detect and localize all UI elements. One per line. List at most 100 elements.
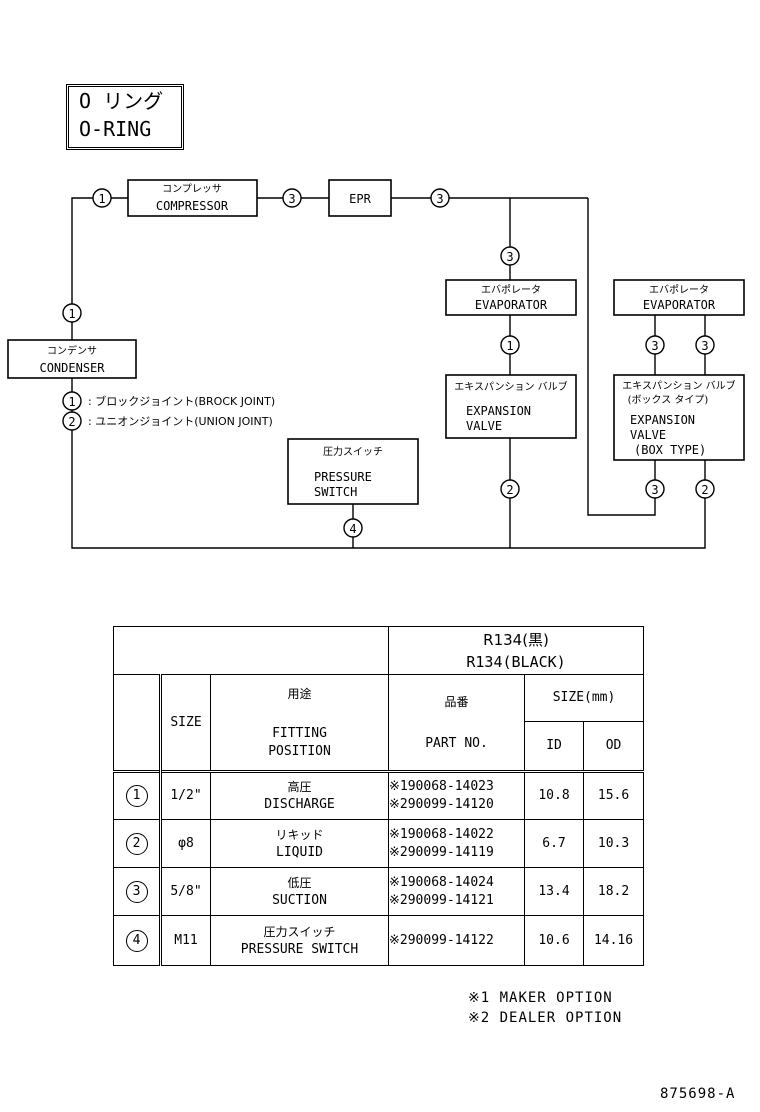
svg-text:4: 4 bbox=[349, 522, 356, 536]
marker-1: 1 bbox=[92, 188, 112, 208]
id-header: ID bbox=[524, 721, 585, 772]
expansion-valve-box-label-jp-1: エキスパンション バルブ bbox=[622, 379, 735, 392]
od-cell: 18.2 bbox=[583, 867, 645, 916]
o-ring-spec-table: R134(黒) R134(BLACK) SIZE 用途 FITTING POSI… bbox=[112, 626, 645, 966]
svg-text:2: 2 bbox=[68, 415, 75, 429]
row-number: 3 bbox=[125, 880, 148, 903]
od-cell: 14.16 bbox=[583, 915, 645, 966]
marker-3: 3 bbox=[430, 188, 450, 208]
svg-text:1: 1 bbox=[506, 339, 513, 353]
fitting-jp: 用途 bbox=[287, 686, 312, 701]
note-maker-option: ※1 MAKER OPTION bbox=[468, 990, 613, 1006]
compressor-label-jp: コンプレッサ bbox=[162, 183, 222, 195]
id-cell: 10.6 bbox=[524, 915, 585, 966]
table-header-row-refrigerant: R134(黒) R134(BLACK) bbox=[112, 626, 645, 675]
svg-text:3: 3 bbox=[651, 483, 658, 497]
part-no-header: 品番 PART NO. bbox=[388, 674, 526, 772]
svg-text:3: 3 bbox=[436, 192, 443, 206]
legend-item-union-joint: 2 : ユニオンジョイント(UNION JOINT) bbox=[62, 411, 273, 431]
condenser-label-jp: コンデンサ bbox=[47, 344, 97, 357]
id-cell: 10.8 bbox=[524, 771, 585, 820]
fitting-position-header: 用途 FITTING POSITION bbox=[209, 674, 390, 772]
expansion-valve-box-label-jp-2: (ボックス タイプ) bbox=[628, 394, 709, 406]
condenser-label: CONDENSER bbox=[39, 361, 105, 375]
size-cell: M11 bbox=[160, 915, 211, 966]
marker-1: 1 bbox=[62, 303, 82, 323]
marker-2: 2 bbox=[695, 479, 715, 499]
svg-text:1: 1 bbox=[98, 192, 105, 206]
part-no-cell: ※190068-14024※290099-14121 bbox=[388, 867, 526, 916]
refrigerant-jp: R134(黒) bbox=[483, 630, 549, 649]
evaporator-2-label: EVAPORATOR bbox=[643, 298, 716, 312]
epr-box: EPR bbox=[328, 179, 392, 217]
svg-text:3: 3 bbox=[651, 339, 658, 353]
expansion-valve-box-type: エキスパンション バルブ (ボックス タイプ) EXPANSION VALVE … bbox=[613, 374, 745, 461]
num-header bbox=[113, 674, 162, 772]
id-cell: 13.4 bbox=[524, 867, 585, 916]
evaporator-label-jp: エバポレータ bbox=[481, 284, 541, 296]
fitting-markers: 1 3 3 1 3 1 2 3 3 3 2 4 bbox=[62, 188, 715, 538]
svg-text:3: 3 bbox=[506, 250, 513, 264]
expansion-valve-label-1: EXPANSION bbox=[466, 404, 531, 418]
part-no-cell: ※190068-14023※290099-14120 bbox=[388, 771, 526, 820]
title-box: O リング O-RING bbox=[66, 84, 184, 150]
od-cell: 15.6 bbox=[583, 771, 645, 820]
condenser-box: コンデンサ CONDENSER bbox=[7, 339, 137, 379]
evaporator-box-2: エバポレータ EVAPORATOR bbox=[613, 279, 745, 316]
svg-text:1: 1 bbox=[68, 307, 75, 321]
pressure-switch-label-2: SWITCH bbox=[314, 485, 357, 499]
expansion-valve-label-2: VALVE bbox=[466, 419, 502, 433]
od-header: OD bbox=[583, 721, 645, 772]
expansion-valve-label-jp: エキスパンション バルブ bbox=[454, 380, 567, 393]
marker-2: 2 bbox=[500, 479, 520, 499]
svg-text:3: 3 bbox=[288, 192, 295, 206]
compressor-box: コンプレッサ COMPRESSOR bbox=[127, 179, 258, 217]
legend-item-block-joint: 1 : ブロックジョイント(BROCK JOINT) bbox=[62, 391, 275, 411]
evaporator-2-label-jp: エバポレータ bbox=[649, 284, 709, 296]
marker-4: 4 bbox=[343, 518, 363, 538]
expansion-valve-box: エキスパンション バルブ EXPANSION VALVE bbox=[445, 374, 577, 439]
table-subheader-row: ID OD bbox=[114, 721, 645, 772]
size-cell: 5/8" bbox=[160, 867, 211, 916]
marker-3: 3 bbox=[695, 335, 715, 355]
legend-block-joint-text: : ブロックジョイント(BROCK JOINT) bbox=[88, 394, 275, 408]
row-number: 4 bbox=[125, 929, 148, 952]
note-dealer-option: ※2 DEALER OPTION bbox=[468, 1010, 623, 1026]
expansion-valve-box-label-3: (BOX TYPE) bbox=[634, 443, 706, 457]
expansion-valve-box-label-2: VALVE bbox=[630, 428, 666, 442]
epr-label: EPR bbox=[349, 192, 371, 206]
id-cell: 6.7 bbox=[524, 819, 585, 868]
part-en: PART NO. bbox=[425, 735, 488, 751]
row-number: 1 bbox=[125, 785, 148, 807]
size-cell: 1/2" bbox=[160, 771, 211, 820]
table-header-row: SIZE 用途 FITTING POSITION 品番 PART NO. SIZ… bbox=[113, 674, 645, 772]
fitting-en-2: POSITION bbox=[268, 743, 331, 759]
part-no-cell: ※290099-14122 bbox=[388, 915, 526, 966]
fitting-en-1: FITTING bbox=[272, 725, 327, 741]
title-jp: O リング bbox=[79, 89, 164, 113]
title-en: O-RING bbox=[79, 117, 152, 141]
marker-3: 3 bbox=[645, 335, 665, 355]
size-header: SIZE bbox=[160, 674, 211, 772]
refrigerant-header: R134(黒) R134(BLACK) bbox=[388, 626, 645, 675]
pressure-switch-label-jp: 圧力スイッチ bbox=[323, 445, 383, 458]
legend: 1 : ブロックジョイント(BROCK JOINT) 2 : ユニオンジョイント… bbox=[62, 391, 275, 431]
svg-text:3: 3 bbox=[701, 339, 708, 353]
legend-union-joint-text: : ユニオンジョイント(UNION JOINT) bbox=[88, 415, 273, 428]
od-cell: 10.3 bbox=[583, 819, 645, 868]
marker-3: 3 bbox=[500, 246, 520, 266]
svg-text:2: 2 bbox=[506, 483, 513, 497]
expansion-valve-box-label-1: EXPANSION bbox=[630, 413, 695, 427]
evaporator-box: エバポレータ EVAPORATOR bbox=[445, 279, 577, 316]
svg-text:1: 1 bbox=[68, 395, 75, 409]
table-header-blank bbox=[112, 626, 390, 675]
pressure-switch-label-1: PRESSURE bbox=[314, 470, 372, 484]
part-no-cell: ※190068-14022※290099-14119 bbox=[388, 819, 526, 868]
refrigerant-circuit-diagram: コンプレッサ COMPRESSOR EPR コンデンサ CONDENSER エバ… bbox=[7, 179, 745, 549]
